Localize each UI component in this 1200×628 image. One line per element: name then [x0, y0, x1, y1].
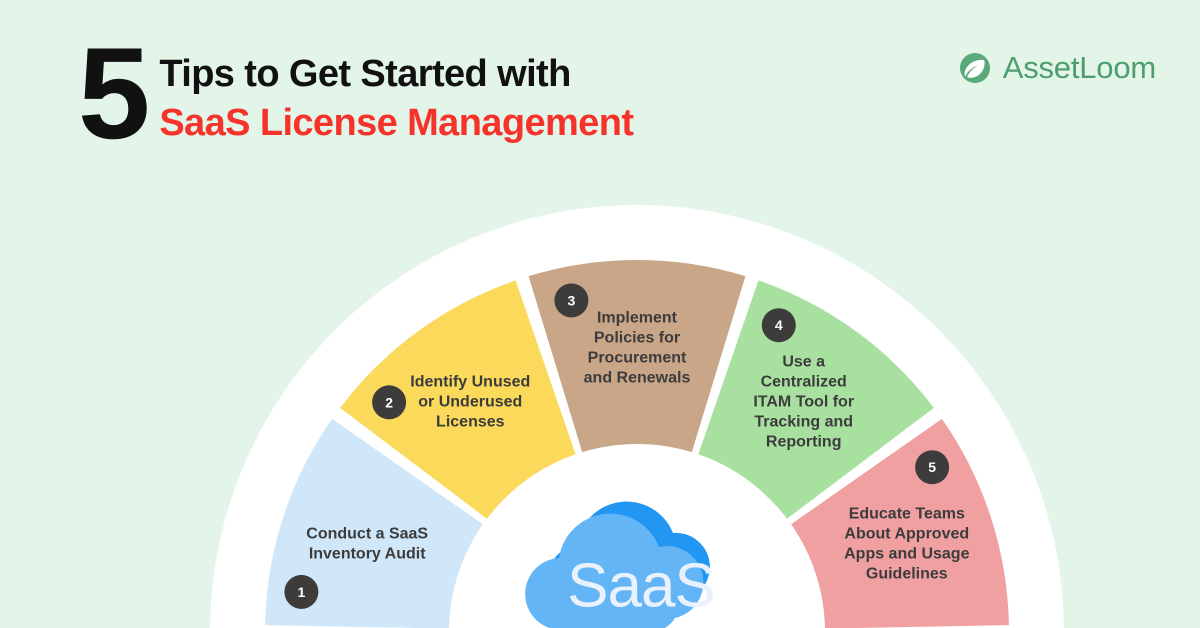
segment-4[interactable]: [698, 280, 934, 519]
badge-number-2: 2: [385, 394, 393, 410]
badge-number-3: 3: [568, 292, 576, 308]
badge-number-5: 5: [928, 459, 936, 475]
badge-2: 2: [372, 385, 407, 420]
brand-logo: AssetLoom: [957, 50, 1156, 86]
page-title: Tips to Get Started with SaaS License Ma…: [159, 36, 634, 147]
badge-circle-4: [761, 308, 796, 343]
title-line-accent: SaaS License Management: [159, 101, 634, 144]
badge-1: 1: [284, 574, 319, 609]
cloud-front-shape: [525, 513, 704, 628]
segment-5[interactable]: [791, 418, 1009, 628]
big-number-five: 5: [78, 20, 150, 166]
leaf-icon: [957, 50, 993, 86]
segment-1[interactable]: [265, 418, 483, 628]
badge-circle-1: [284, 574, 319, 609]
badge-4: 4: [761, 308, 796, 343]
segment-group: [265, 260, 1009, 628]
header: 5 Tips to Get Started with SaaS License …: [0, 0, 1200, 170]
badge-circle-5: [915, 450, 950, 485]
badge-circle-2: [372, 385, 407, 420]
cloud-label: SaaS: [567, 551, 715, 620]
badge-5: 5: [915, 450, 950, 485]
brand-name: AssetLoom: [1002, 50, 1156, 85]
title-block: 5 Tips to Get Started with SaaS License …: [78, 20, 634, 166]
badge-number-1: 1: [298, 584, 306, 600]
title-line-primary: Tips to Get Started with: [159, 53, 571, 95]
segment-badges: 1 2 3 4 5: [284, 283, 950, 609]
badge-circle-3: [554, 283, 589, 318]
segment-2[interactable]: [340, 280, 576, 519]
saas-cloud-icon: SaaS: [525, 501, 716, 628]
badge-number-4: 4: [775, 317, 783, 333]
badge-3: 3: [554, 283, 589, 318]
